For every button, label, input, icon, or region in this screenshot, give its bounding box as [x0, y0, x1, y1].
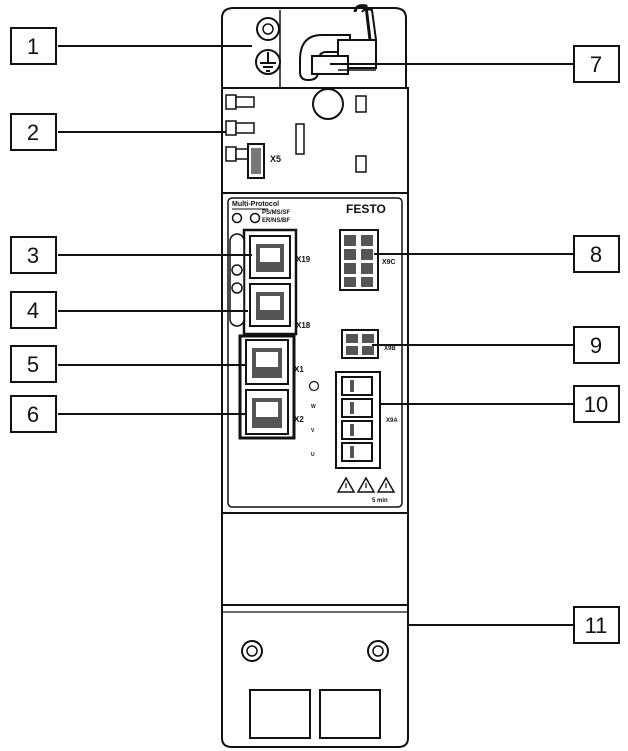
port-x2: X2 — [245, 389, 304, 435]
middle-body: Multi-Protocol PS/MS/SF ER/NS/BF FESTO X… — [221, 192, 409, 514]
network-led-icon — [249, 212, 261, 224]
port-x18: X18 — [249, 283, 311, 330]
warning-text: 5 min — [372, 498, 388, 504]
warning-triangles-icon — [336, 476, 396, 493]
callout-6: 6 — [10, 395, 57, 433]
status-led-icon — [231, 212, 243, 224]
connector-x5: X5 — [247, 143, 281, 179]
label-x2: X2 — [294, 415, 304, 424]
callout-2: 2 — [10, 113, 57, 151]
svg-text:11: 11 — [585, 613, 608, 638]
label-x19: X19 — [296, 255, 311, 264]
pin-u: U — [311, 452, 315, 458]
status-led-3-icon — [231, 282, 243, 294]
pin-v: V — [311, 428, 315, 434]
pin-w: W — [311, 404, 316, 410]
callout-11: 11 — [573, 606, 620, 644]
callout-7: 7 — [573, 45, 620, 83]
svg-text:9: 9 — [590, 333, 602, 358]
callout-9: 9 — [573, 326, 620, 364]
ground-screw-icon — [256, 17, 280, 41]
svg-text:5: 5 — [27, 352, 39, 377]
lower-body — [221, 512, 409, 748]
svg-text:10: 10 — [584, 392, 608, 417]
led-label-ps: PS/MS/SF — [262, 210, 290, 216]
svg-text:4: 4 — [27, 298, 39, 323]
multi-protocol-label: Multi-Protocol — [232, 201, 279, 208]
label-x5: X5 — [270, 154, 281, 164]
port-x1: X1 — [245, 339, 304, 385]
svg-text:8: 8 — [590, 242, 602, 267]
callout-8: 8 — [573, 235, 620, 273]
label-x9a: X9A — [386, 418, 398, 424]
svg-text:7: 7 — [590, 52, 602, 77]
status-led-2-icon — [231, 264, 243, 276]
ground-symbol-icon — [255, 49, 281, 75]
svg-text:1: 1 — [27, 34, 39, 59]
label-x9b: X9B — [384, 346, 396, 352]
connector-x9c: X9C — [339, 229, 396, 291]
mounting-hole-icon — [312, 88, 344, 120]
callout-1: 1 — [10, 27, 57, 65]
top-section: X5 — [221, 4, 409, 194]
svg-text:2: 2 — [27, 120, 39, 145]
label-x18: X18 — [296, 321, 311, 330]
label-x9c: X9C — [382, 259, 396, 266]
port-x19: X19 — [249, 235, 311, 279]
brand-logo: FESTO — [346, 202, 386, 216]
cable-entry-left — [249, 689, 311, 739]
svg-text:6: 6 — [27, 402, 39, 427]
connector-x9b: X9B — [341, 329, 396, 359]
callout-3: 3 — [10, 236, 57, 274]
callout-5: 5 — [10, 345, 57, 383]
connector-x9a: X9A — [335, 371, 398, 469]
svg-text:3: 3 — [27, 243, 39, 268]
label-x1: X1 — [294, 365, 304, 374]
leader-lines — [58, 45, 574, 626]
cable-entry-right — [319, 689, 381, 739]
callout-4: 4 — [10, 291, 57, 329]
led-label-er: ER/NS/BF — [262, 218, 290, 224]
pe-symbol-icon — [308, 380, 320, 392]
callout-10: 10 — [573, 385, 620, 423]
dip-switch-icon — [225, 94, 255, 162]
